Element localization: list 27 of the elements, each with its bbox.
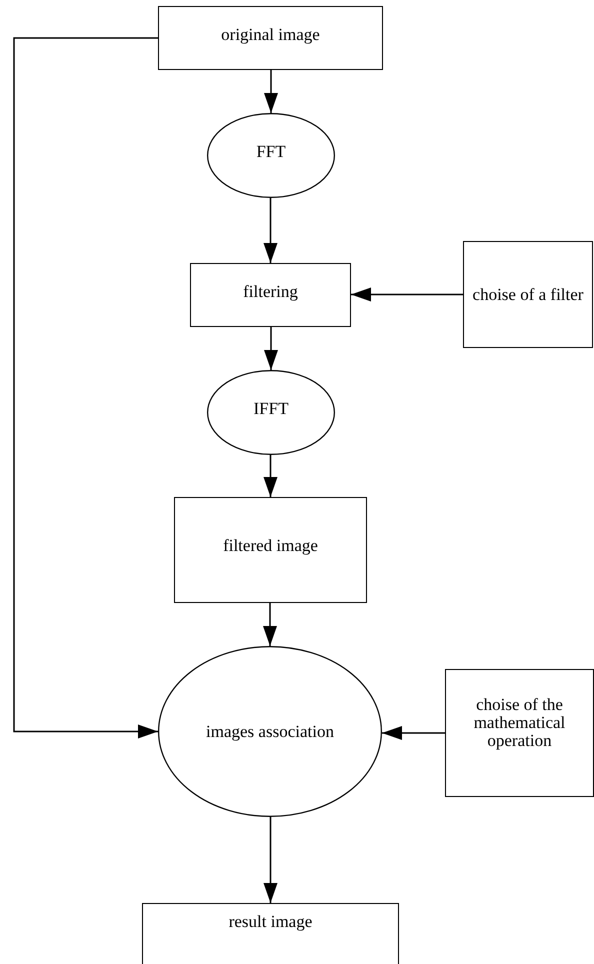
- arrow: [264, 817, 278, 903]
- process-ellipse: [158, 646, 382, 817]
- process-box: [190, 263, 351, 327]
- process-box: [463, 241, 593, 348]
- node-label: images association: [206, 722, 334, 740]
- node-label: filtered image: [223, 537, 318, 555]
- node-label: choise of a filter: [472, 286, 584, 304]
- arrow: [13, 37, 158, 738]
- arrow: [264, 70, 278, 113]
- arrow: [263, 603, 277, 646]
- process-box: [158, 6, 383, 70]
- node-label: IFFT: [254, 400, 288, 418]
- node-label: FFT: [256, 142, 286, 160]
- arrow: [351, 288, 463, 302]
- process-ellipse: [207, 370, 335, 455]
- arrow: [264, 327, 278, 370]
- node-label: original image: [221, 26, 320, 44]
- node-label: result image: [228, 913, 312, 931]
- process-box: [174, 497, 367, 603]
- node-label: choise of the mathematical operation: [472, 696, 566, 750]
- process-ellipse: [207, 113, 335, 198]
- process-box: [445, 669, 594, 797]
- arrow: [264, 455, 278, 497]
- process-box: [142, 903, 399, 964]
- arrow: [264, 198, 278, 263]
- node-label: filtering: [243, 283, 298, 301]
- arrow: [382, 726, 445, 740]
